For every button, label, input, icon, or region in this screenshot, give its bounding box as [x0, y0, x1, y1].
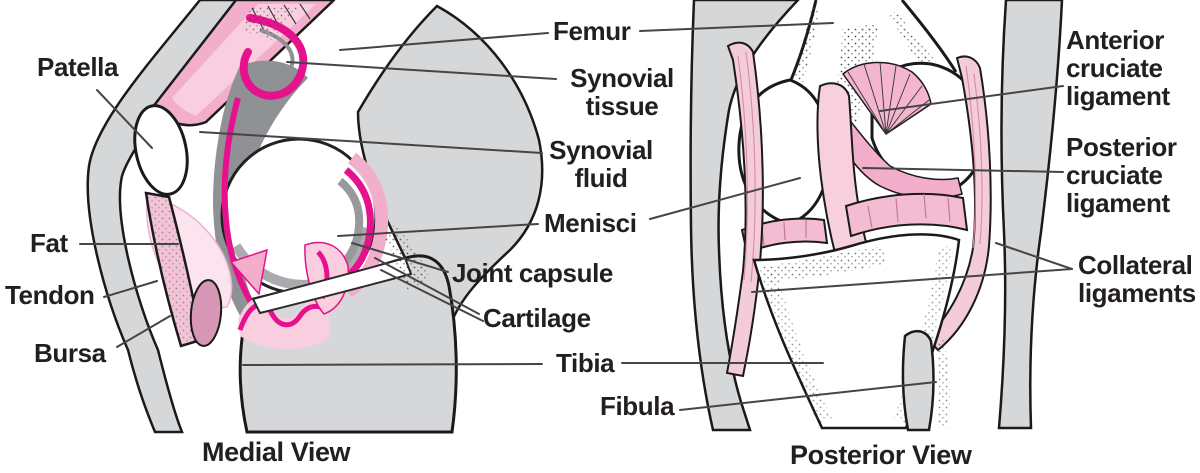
medial-anterior-meniscus [229, 248, 268, 296]
label-collateral-ligaments: Collateral ligaments [1078, 250, 1196, 308]
leader-fibula [679, 381, 937, 411]
posterior-skin-right [997, 0, 1064, 430]
leader-synovial-tissue [286, 61, 557, 80]
leader-cartilage-a [374, 257, 480, 315]
medial-view-figure [86, 0, 544, 434]
medial-patellar-tendon-stipple [146, 193, 201, 346]
leader-femur-left [339, 32, 549, 51]
leader-patella [96, 89, 153, 149]
label-posterior-cruciate-ligament: Posterior cruciate ligament [1066, 132, 1177, 218]
leader-collateral-b [751, 268, 1073, 293]
posterior-lcl-striations [965, 65, 983, 249]
posterior-tibia-stipple-left [758, 268, 832, 424]
posterior-tibia-stipple-top [762, 246, 886, 282]
leader-menisci-left [337, 223, 539, 237]
posterior-lateral-meniscus [844, 192, 969, 238]
posterior-skin-left [689, 0, 800, 432]
label-tendon: Tendon [5, 280, 95, 310]
posterior-shaft-stipple-left [790, 4, 820, 86]
leader-acl [879, 85, 1064, 112]
medial-patella [133, 104, 189, 196]
leader-joint-capsule [351, 242, 449, 273]
medial-skin-band [86, 0, 250, 434]
label-patella: Patella [37, 52, 119, 82]
posterior-fibula-stipple [936, 340, 951, 428]
leader-bursa [116, 315, 171, 348]
label-cartilage: Cartilage [483, 303, 591, 333]
label-femur: Femur [553, 16, 631, 46]
medial-bursa [189, 279, 223, 347]
label-joint-capsule: Joint capsule [452, 258, 613, 288]
leader-collateral-a [995, 242, 1073, 270]
medial-synovial-membrane-hook [239, 14, 308, 100]
leader-tendon [103, 280, 158, 298]
label-anterior-cruciate-ligament: Anterior cruciate ligament [1066, 25, 1170, 111]
posterior-mcl-striations [737, 51, 756, 283]
caption-medial-view: Medial View [202, 437, 351, 467]
caption-posterior-view: Posterior View [790, 440, 972, 470]
medial-posterior-ring-magenta [340, 167, 374, 283]
leader-pcl [862, 167, 1064, 173]
label-synovial-tissue: Synovial tissue [570, 63, 674, 121]
posterior-view-figure [689, 0, 1064, 432]
label-fibula: Fibula [600, 391, 675, 421]
posterior-meniscus-striations [761, 193, 951, 247]
label-fat: Fat [30, 228, 68, 258]
posterior-acl-fan-striations [847, 61, 930, 135]
medial-synovial-membrane-front [221, 97, 260, 314]
label-tibia: Tibia [556, 348, 615, 378]
medial-synovial-membrane-hook-core [254, 28, 295, 83]
medial-tendon-top-stipple [242, 6, 300, 40]
leader-synovial-fluid [199, 131, 543, 154]
label-synovial-fluid: Synovial fluid [549, 135, 653, 193]
leader-tibia-left [242, 363, 543, 366]
posterior-femur-right-edge [900, 0, 958, 73]
label-bursa: Bursa [34, 338, 106, 368]
medial-capsule-stipple [382, 225, 430, 290]
leader-lines [79, 22, 1073, 411]
label-menisci: Menisci [544, 208, 637, 238]
posterior-meniscofemoral-band [827, 94, 963, 199]
leader-femur-right [639, 22, 834, 32]
leader-cartilage-b [380, 269, 484, 322]
posterior-fibula [901, 329, 935, 432]
leader-menisci-right [649, 177, 801, 220]
